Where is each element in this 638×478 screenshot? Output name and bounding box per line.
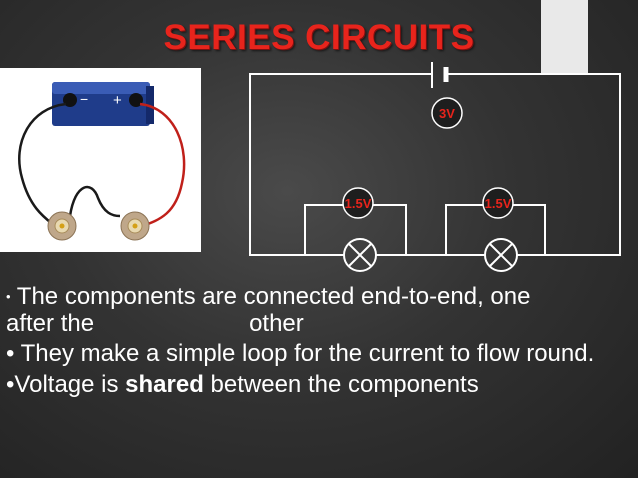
bullet-1-text-end: other (249, 309, 304, 337)
lamp-left-voltage-badge: 1.5V (342, 187, 374, 219)
bullet-1-line-1: • The components are connected end-to-en… (6, 283, 632, 311)
slide-title: SERIES CIRCUITS (163, 18, 475, 57)
circuit-wires (249, 73, 621, 256)
bullet-2-text: They make a simple loop for the current … (20, 340, 595, 367)
lamp-left-voltage-label: 1.5V (345, 196, 372, 211)
bullet-2-marker: • (6, 340, 15, 367)
battery-bulbs-illustration: − + (18, 82, 186, 241)
corner-tab (541, 0, 588, 75)
battery-minus-sign: − (80, 91, 88, 107)
bullet-1-text: The components are connected end-to-end,… (16, 283, 531, 310)
bulb-link-wire (68, 185, 121, 218)
battery-bulbs-photo: − + (0, 68, 201, 252)
red-wire (139, 102, 186, 228)
battery-top-face (52, 82, 150, 94)
wire-left-path (249, 73, 432, 256)
bullet-list: • The components are connected end-to-en… (6, 283, 632, 402)
battery-positive-terminal (129, 93, 143, 107)
bullet-item-2: • They make a simple loop for the curren… (6, 340, 632, 368)
bullet-1-line-2: after the other (6, 309, 632, 338)
battery-voltage-label: 3V (439, 106, 455, 121)
bullet-1-marker: • (6, 289, 11, 304)
right-bulb-filament (132, 223, 138, 229)
bullet-3-text-after: between the components (210, 370, 479, 398)
left-bulb-filament (59, 223, 65, 229)
lamp-right-voltage-badge: 1.5V (482, 187, 514, 219)
black-wire (18, 102, 67, 227)
battery-voltage-badge: 3V (431, 97, 463, 129)
bullet-3-marker: • (6, 370, 15, 398)
lamp-right-symbol (484, 238, 518, 272)
bullet-item-1: • The components are connected end-to-en… (6, 283, 632, 338)
bullet-3-text-before: Voltage is (14, 370, 119, 398)
bullet-item-3: •Voltage is shared between the component… (6, 370, 632, 399)
lamp-right-voltage-label: 1.5V (485, 196, 512, 211)
series-circuit-diagram: 3V 1.5V 1.5V (249, 62, 621, 272)
battery-negative-terminal (63, 93, 77, 107)
battery-plus-sign: + (113, 92, 122, 109)
lamp-left-symbol (343, 238, 377, 272)
wire-right-path (446, 73, 621, 256)
bullet-3-bold-word: shared (125, 370, 204, 398)
bullet-1-text-start: after the (6, 309, 95, 337)
